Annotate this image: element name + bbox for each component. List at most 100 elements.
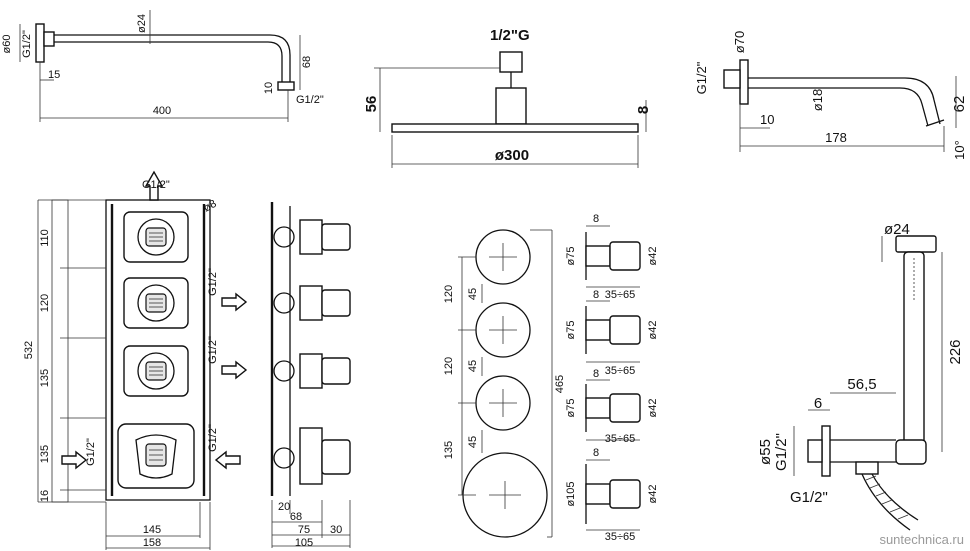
- side-cartridge-1: [273, 219, 351, 255]
- inlet-arrow-right-icon: [61, 450, 88, 470]
- head-thread-label: 1/2"G: [490, 27, 530, 44]
- hand-d24-label: ø24: [884, 221, 910, 238]
- side-cartridge-3: [273, 353, 351, 389]
- valve-inlet-label: G1/2": [85, 438, 97, 466]
- spout-d10deg-label: 10°: [952, 140, 967, 160]
- arm-d60-label: ø60: [1, 35, 13, 54]
- handle3-knob-label: ø42: [647, 399, 659, 418]
- hand-shower-hose: [871, 473, 919, 521]
- hand-shower-flange: [821, 425, 831, 477]
- handle-profile-4: 8 ø105 ø42 35÷65: [565, 447, 659, 543]
- arm-wall-flange: [35, 23, 45, 63]
- side-cartridge-2: [273, 285, 351, 321]
- side-d20-label: 20: [278, 501, 290, 513]
- trim-v45a-label: 45: [467, 288, 479, 300]
- valve-front-drawing: G1/2" ø8 110 120 135 135 16 532 G1/2" G1…: [23, 170, 248, 550]
- valve-outlet2-label: G1/2": [207, 336, 219, 364]
- side-d75-label: 75: [298, 524, 310, 536]
- watermark-text: suntechnica.ru: [879, 532, 964, 547]
- outlet-arrow-up-icon: [144, 170, 164, 201]
- inlet-arrow-left-icon: [214, 450, 241, 470]
- spout-flange: [739, 59, 749, 105]
- shower-head-drawing: 1/2"G 56 8 ø300: [363, 27, 652, 168]
- head-connector: [499, 51, 523, 73]
- handle-profile-2: 8 ø75 ø42 35÷65: [565, 289, 659, 377]
- valve-row5-label: 16: [39, 490, 51, 502]
- outlet-arrow-right-icon: [221, 360, 248, 380]
- arm-nut: [43, 31, 55, 47]
- spout-pipe: [748, 77, 941, 125]
- spout-d18-label: ø18: [810, 89, 825, 111]
- arm-d68-label: 68: [301, 56, 313, 68]
- hand-d55-label: ø55: [757, 439, 774, 465]
- handle1-d8-label: 8: [593, 213, 599, 225]
- valve-w145-label: 145: [143, 524, 161, 536]
- arm-d10-label: 10: [263, 82, 275, 94]
- hand-d56-5-label: 56,5: [847, 376, 876, 393]
- handle3-range-label: 35÷65: [605, 433, 636, 445]
- spout-drawing: ø70 G1/2" ø18 10 62 178 10°: [694, 31, 968, 160]
- valve-row4-label: 135: [39, 445, 51, 463]
- head-d300-label: ø300: [495, 147, 529, 164]
- side-d68-label: 68: [290, 511, 302, 523]
- handle2-knob-label: ø42: [647, 321, 659, 340]
- arm-d15-label: 15: [48, 69, 60, 81]
- hand-shower-outlet-body: [830, 439, 896, 463]
- handle3-dia-label: ø75: [565, 399, 577, 418]
- valve-cartridge-1: [123, 211, 189, 263]
- valve-side-drawing: 20 68 75 30 105: [270, 202, 351, 549]
- valve-outlet1-label: G1/2": [207, 268, 219, 296]
- valve-d8-label: ø8: [202, 198, 219, 215]
- head-ball-joint: [495, 87, 527, 125]
- hand-thread-bottom-label: G1/2": [790, 489, 828, 506]
- handle-profile-3: 8 ø75 ø42 35÷65: [565, 368, 659, 445]
- hand-d226-label: 226: [947, 339, 964, 364]
- head-d8-label: 8: [635, 106, 652, 114]
- outlet-arrow-right-icon: [221, 292, 248, 312]
- hand-d6-label: 6: [814, 395, 822, 412]
- handle2-dia-label: ø75: [565, 321, 577, 340]
- head-plate: [391, 123, 639, 133]
- handle1-range-label: 35÷65: [605, 289, 636, 301]
- spout-d178-label: 178: [825, 130, 847, 145]
- side-d30-label: 30: [330, 524, 342, 536]
- handle4-knob-label: ø42: [647, 485, 659, 504]
- valve-cartridge-2: [123, 277, 189, 329]
- shower-arm-drawing: ø24 ø60 G1/2" 15 68 10 G1/2" 400: [1, 10, 324, 122]
- hand-thread-side-label: G1/2": [773, 433, 790, 471]
- valve-row2-label: 120: [39, 294, 51, 312]
- valve-cartridge-3: [123, 345, 189, 397]
- valve-row1-label: 110: [39, 229, 51, 247]
- handle1-knob-label: ø42: [647, 247, 659, 266]
- spout-thread: [723, 69, 741, 89]
- hand-shower-head-top: [895, 235, 937, 253]
- arm-thread-in-label: G1/2": [21, 30, 33, 58]
- handle3-d8-label: 8: [593, 368, 599, 380]
- spout-d10-label: 10: [760, 112, 774, 127]
- hand-shower-holder: [895, 439, 927, 465]
- handle1-dia-label: ø75: [565, 247, 577, 266]
- hand-shower-drawing: ø24 226 56,5 6 ø55 G1/2" G1/2": [757, 221, 964, 531]
- handle4-d8-label: 8: [593, 447, 599, 459]
- handle4-dia-label: ø105: [565, 481, 577, 506]
- side-d105-label: 105: [295, 537, 313, 549]
- arm-thread-out-label: G1/2": [296, 94, 324, 106]
- trim-v120b-label: 120: [443, 357, 455, 375]
- trim-total-label: 465: [554, 375, 566, 393]
- trim-v120a-label: 120: [443, 285, 455, 303]
- valve-outlet3-label: G1/2": [207, 424, 219, 452]
- hand-shower-hose-connector: [855, 461, 879, 475]
- spout-d70-label: ø70: [732, 31, 747, 53]
- head-d56-label: 56: [363, 96, 380, 113]
- valve-thermostat-body: [117, 423, 195, 489]
- spout-thread-label: G1/2": [694, 61, 709, 94]
- trim-v135-label: 135: [443, 441, 455, 459]
- handle2-d8-label: 8: [593, 289, 599, 301]
- valve-total-label: 532: [23, 341, 35, 359]
- arm-outlet: [277, 81, 295, 91]
- spout-d62-label: 62: [951, 96, 968, 113]
- side-thermostat: [273, 427, 351, 485]
- arm-d24-label: ø24: [136, 14, 148, 33]
- arm-d400-label: 400: [153, 105, 171, 117]
- arm-pipe: [54, 34, 291, 82]
